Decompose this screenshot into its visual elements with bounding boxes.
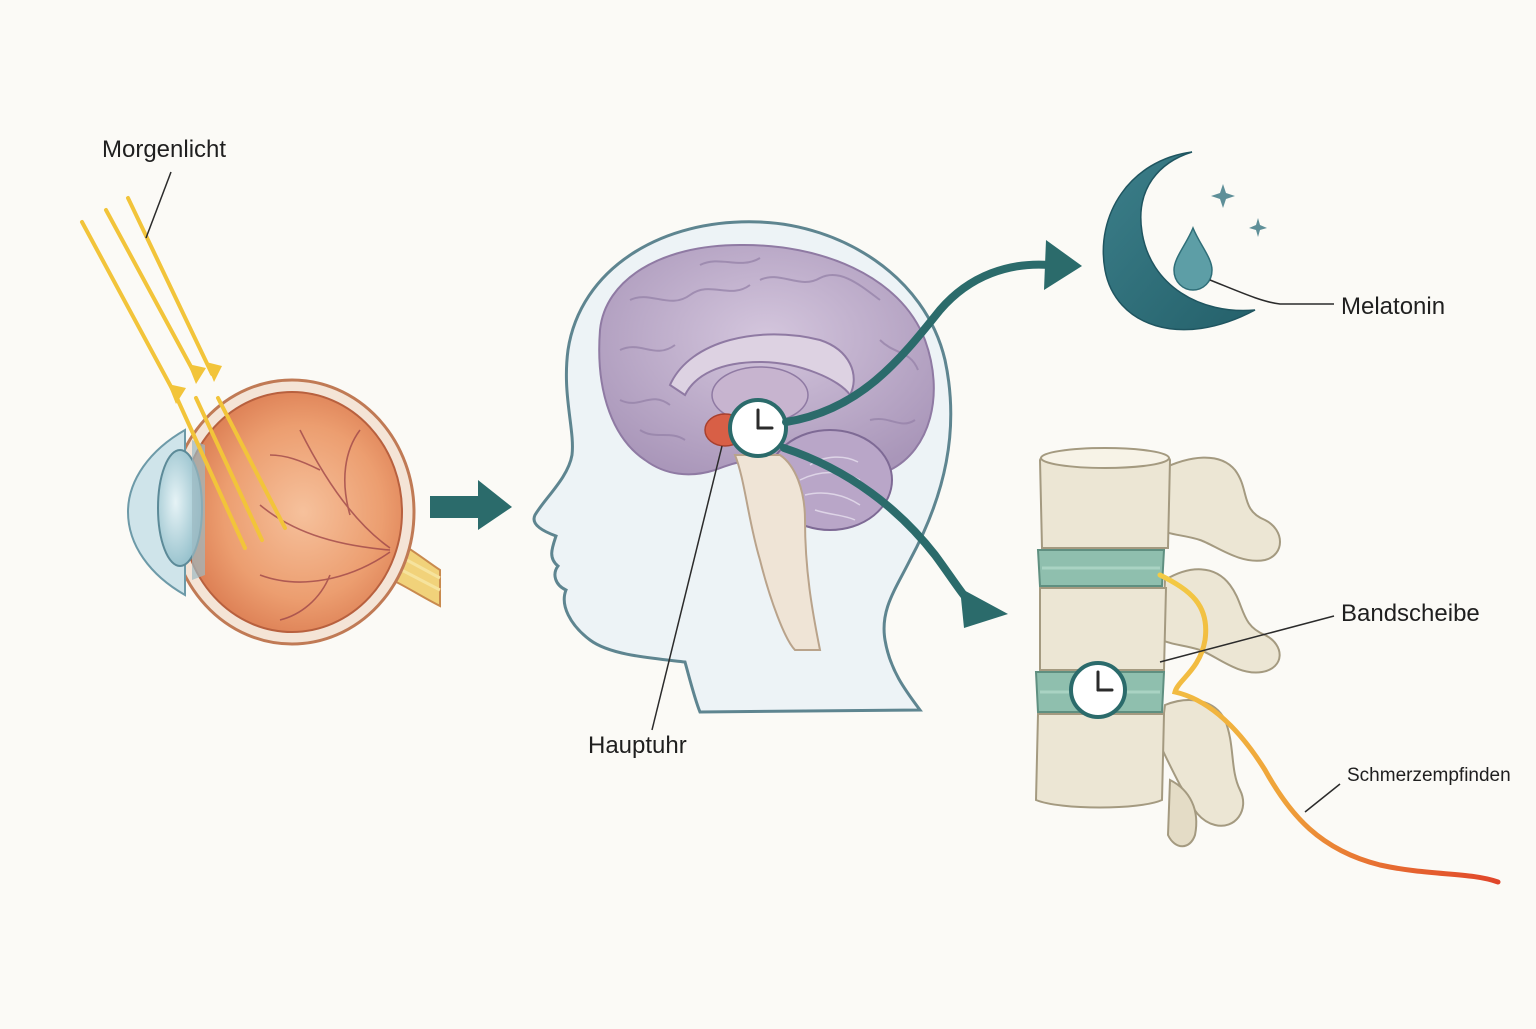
droplet-icon: [1173, 226, 1213, 291]
disc-label: Bandscheibe: [1341, 600, 1480, 627]
morning-light-leader: [145, 171, 172, 239]
master-clock-label: Hauptuhr: [588, 732, 687, 759]
clock-icon: [1069, 661, 1127, 719]
arrow-icon: [430, 480, 512, 530]
morning-light-rays: [80, 196, 287, 550]
arrow-icon: [1044, 240, 1082, 290]
spine-illustration: [1034, 447, 1281, 848]
pain-perception-label: Schmerzempfinden: [1347, 765, 1511, 786]
melatonin-leader: [1209, 279, 1334, 305]
pain-leader: [1304, 783, 1341, 813]
head-illustration: [532, 220, 953, 714]
sun-ray-icon: [80, 220, 178, 398]
arrow-icon: [960, 588, 1008, 628]
pain-nerve: [1157, 572, 1501, 885]
moon-icon: [1102, 151, 1256, 331]
master-clock-leader: [651, 445, 723, 731]
disc-leader: [1159, 615, 1335, 663]
morning-light-label: Morgenlicht: [102, 136, 227, 163]
star-icon: [1211, 184, 1267, 237]
clock-icon: [728, 398, 788, 458]
eye-illustration: [126, 378, 441, 646]
arrow-to-melatonin: [782, 260, 1054, 426]
retina-vessels: [259, 429, 391, 621]
melatonin-label: Melatonin: [1341, 293, 1446, 320]
